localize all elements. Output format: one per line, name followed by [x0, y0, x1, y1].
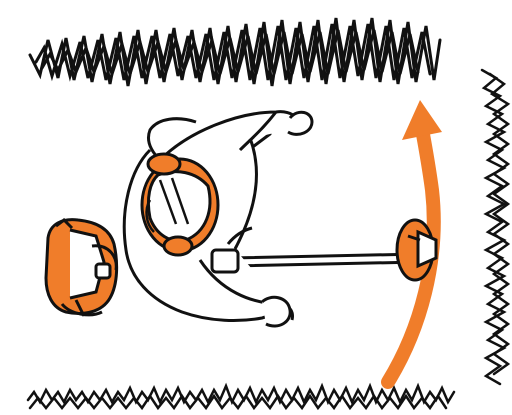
grass-top — [30, 18, 440, 86]
grass-right — [482, 70, 508, 384]
helmet — [142, 154, 218, 255]
hand-bottom — [262, 297, 290, 326]
trimmer-shaft — [230, 134, 420, 266]
engine-pack — [46, 220, 117, 316]
grass-bottom — [28, 386, 454, 408]
hand-top — [288, 112, 312, 134]
